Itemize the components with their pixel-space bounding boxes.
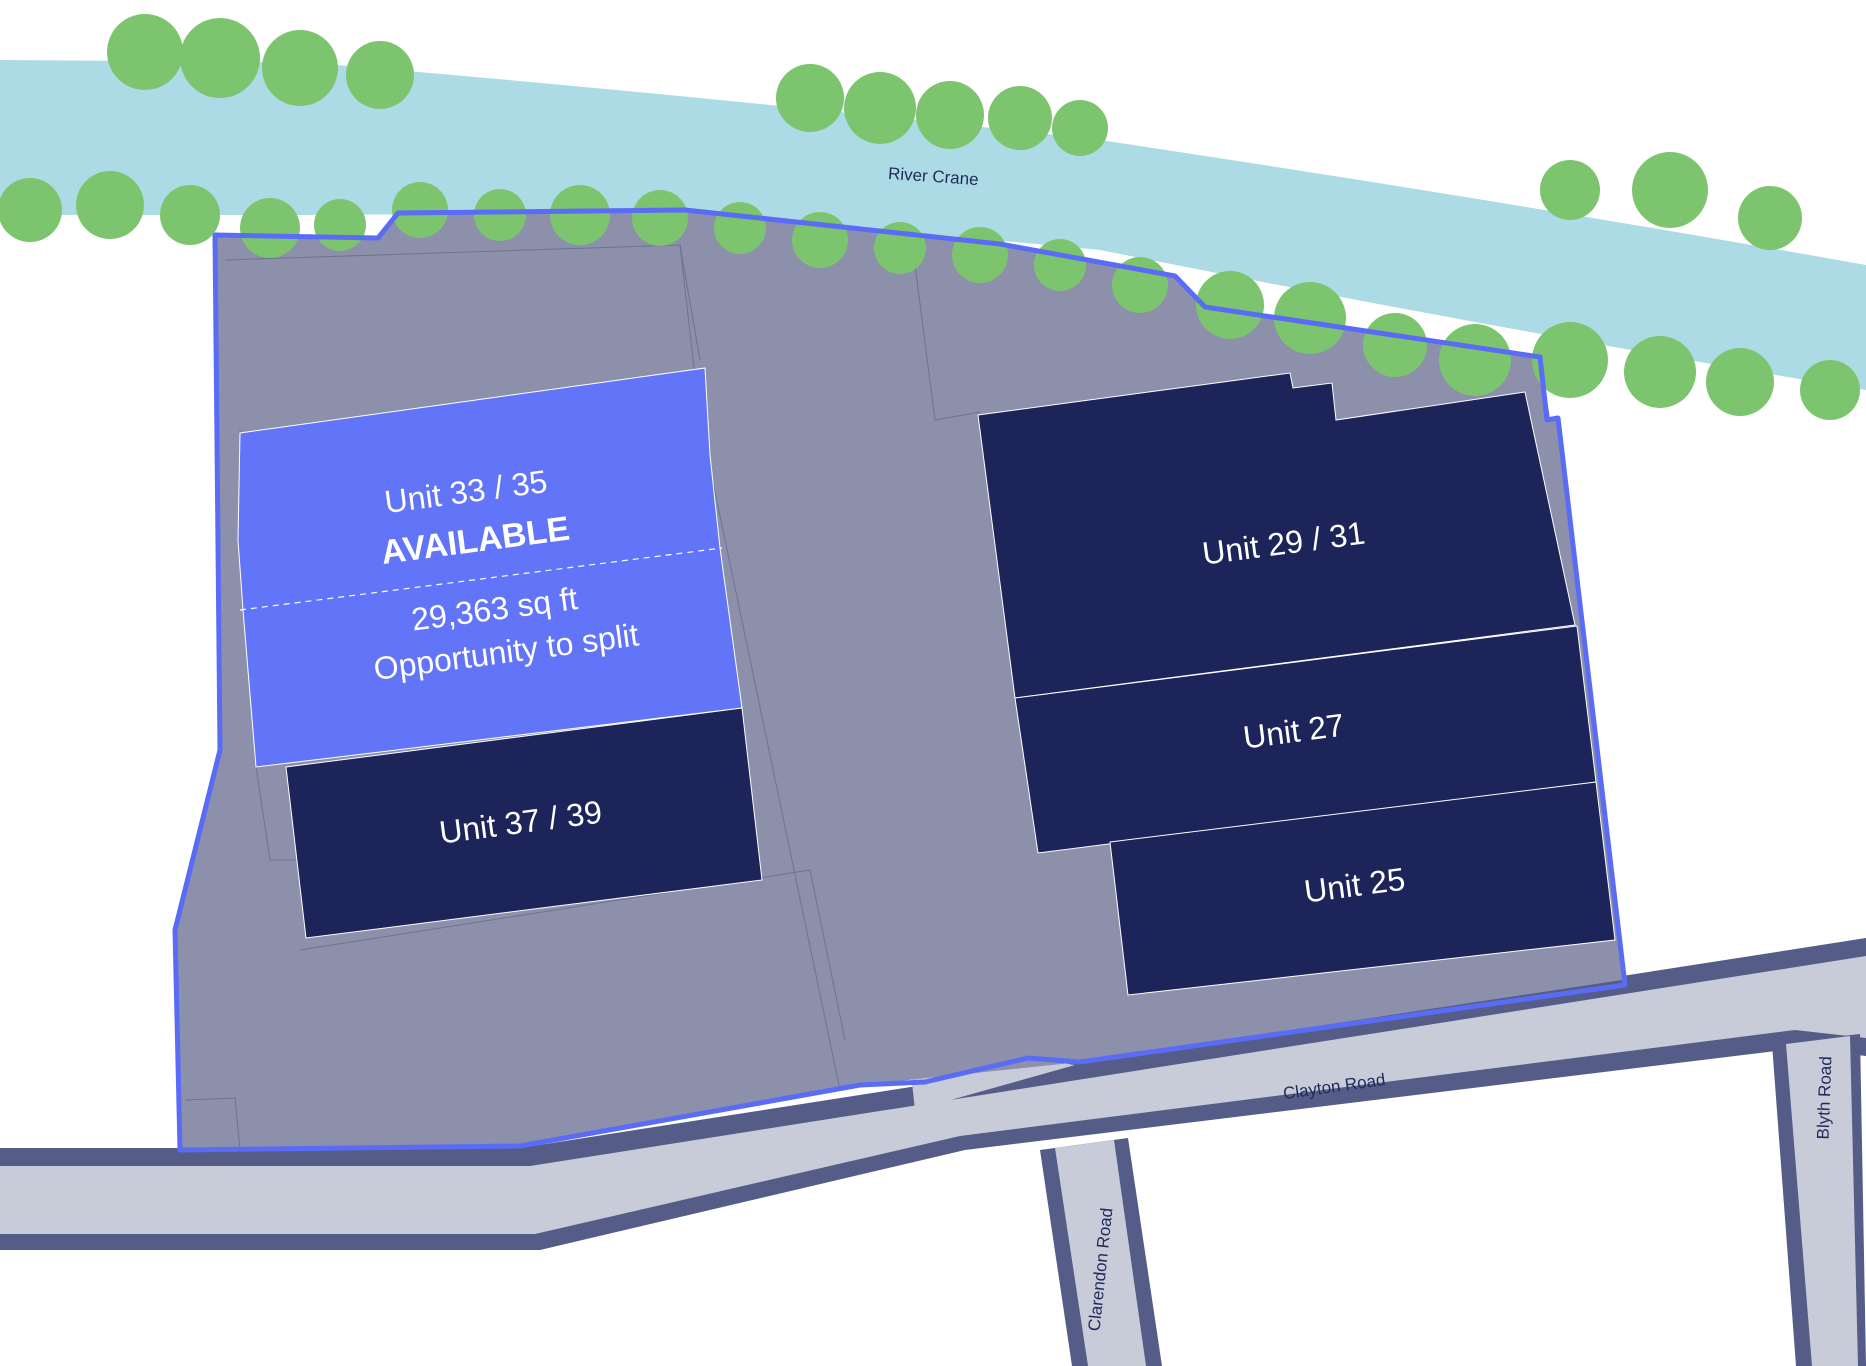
- blyth-road-label: Blyth Road: [1814, 1056, 1836, 1140]
- unit-33-35-block[interactable]: [237, 367, 743, 768]
- blyth-road-surface: [1786, 1036, 1858, 1366]
- unit-25-block[interactable]: [1109, 781, 1616, 996]
- clayton-road-surface: [0, 956, 1866, 1234]
- river-crane: [0, 60, 1866, 390]
- unit-37-39-block[interactable]: [285, 707, 763, 939]
- trees: [0, 14, 1860, 420]
- units: [237, 367, 1616, 996]
- clarendon-road-surface: [1055, 1140, 1146, 1366]
- unit-33-35-split-line: [239, 547, 723, 611]
- site-boundary: [172, 207, 1628, 1153]
